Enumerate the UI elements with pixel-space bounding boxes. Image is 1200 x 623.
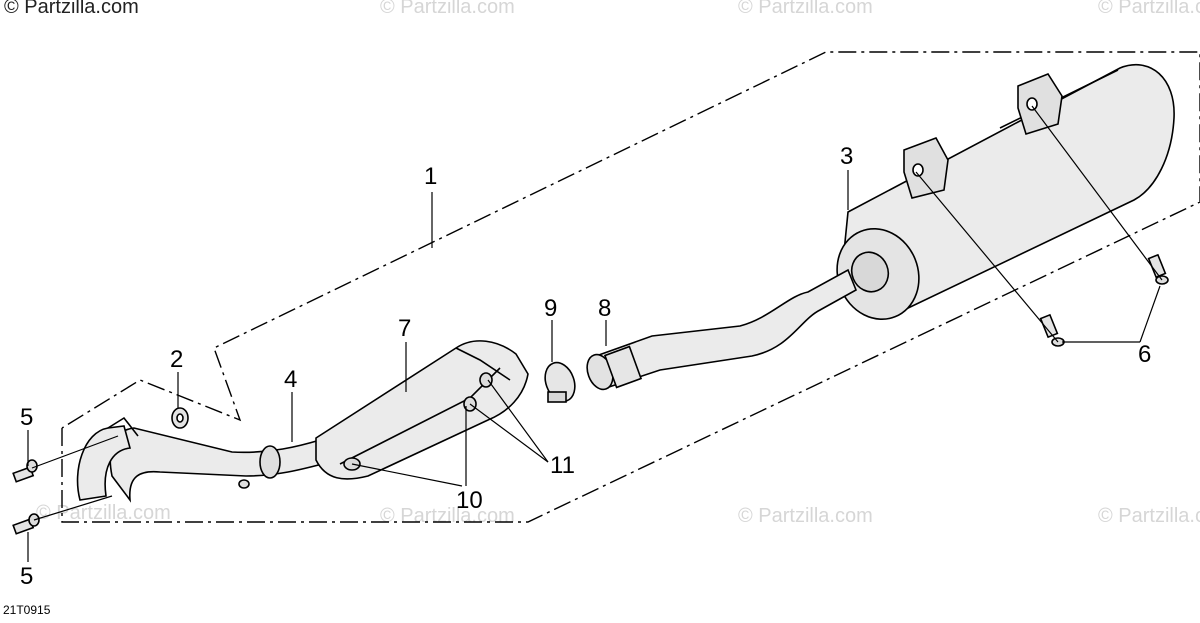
callout-3: 3 [840,143,853,170]
callout-1: 1 [424,163,437,190]
watermark-bottom-4: © Partzilla.com [1098,505,1200,527]
bolt-front[interactable] [1039,313,1065,347]
clamp[interactable] [540,358,580,405]
leader-lines [27,105,1163,562]
muffler-bracket-rear [1017,73,1063,136]
stud-bolt-upper[interactable] [12,459,38,483]
callout-5b: 5 [20,563,33,590]
callout-9: 9 [544,295,557,322]
gasket[interactable] [171,407,189,429]
heat-shield[interactable] [315,340,529,480]
diagram-code: 21T0915 [3,603,51,617]
watermark-bottom-3: © Partzilla.com [738,505,873,527]
bolt-rear[interactable] [1147,253,1169,285]
callout-10: 10 [456,487,483,514]
exhaust-pipe[interactable] [76,416,332,503]
watermark-bottom-1: © Partzilla.com [36,502,171,524]
watermark-top-left: © Partzilla.com [4,0,139,18]
callout-7: 7 [398,315,411,342]
watermark-top-4: © Partzilla.com [1098,0,1200,18]
mid-pipe[interactable] [583,268,858,393]
callout-6: 6 [1138,341,1151,368]
callout-5a: 5 [20,404,33,431]
callout-8: 8 [598,295,611,322]
callout-11: 11 [550,452,575,479]
watermark-top-3: © Partzilla.com [738,0,873,18]
muffler[interactable] [824,63,1175,332]
callout-4: 4 [284,366,297,393]
stud-bolt-lower[interactable] [12,513,40,535]
callout-2: 2 [170,346,183,373]
muffler-bracket-front [903,137,949,199]
assembly-outline [61,51,1200,523]
watermark-top-2: © Partzilla.com [380,0,515,18]
